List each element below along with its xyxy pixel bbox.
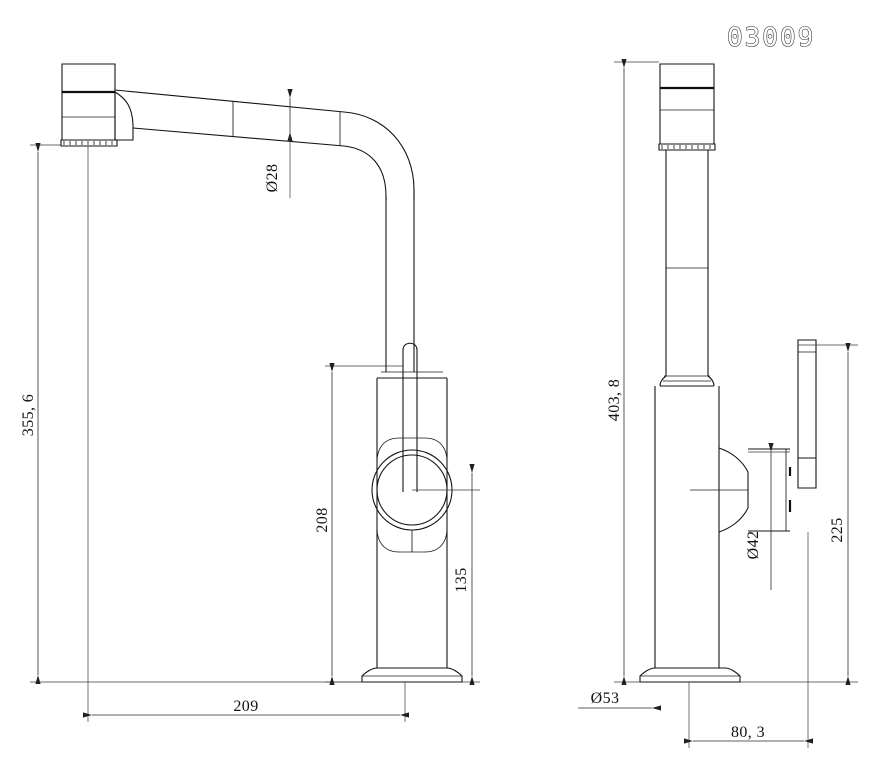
body-barrel-side <box>376 371 448 668</box>
spray-head-side <box>60 63 118 147</box>
side-view-dimensions: 355, 6 Ø28 208 135 209 <box>20 89 480 722</box>
upper-tube-front <box>665 150 709 376</box>
handle-hub-front <box>690 447 749 533</box>
dimension-208: 208 <box>314 507 331 532</box>
ring-circles-side <box>371 449 453 552</box>
lever-stem-side <box>402 342 418 492</box>
body-barrel-front <box>654 386 720 668</box>
base-flange-side <box>361 667 463 683</box>
side-view-geometry <box>60 63 463 683</box>
base-flange-front <box>639 667 741 683</box>
spout-arm-side <box>114 89 345 147</box>
dimension-d53: Ø53 <box>591 690 620 707</box>
dimension-403-8: 403, 8 <box>606 379 623 421</box>
part-number-label: 03009 <box>727 23 815 53</box>
dimension-135: 135 <box>453 567 470 592</box>
spout-elbow-side <box>343 111 415 200</box>
dimension-d28: Ø28 <box>264 164 281 193</box>
ring-housing-side <box>376 437 448 553</box>
joint-collar-front <box>659 375 715 387</box>
spray-head-front <box>658 63 716 151</box>
column-side <box>385 190 415 372</box>
front-view-geometry <box>639 63 817 683</box>
dimension-209: 209 <box>233 698 258 715</box>
dimension-225: 225 <box>829 517 846 542</box>
handle-lever-front <box>797 339 817 489</box>
spout-collar-side <box>114 91 134 141</box>
dimension-d42: Ø42 <box>745 531 762 560</box>
front-view-dimensions: 403, 8 Ø42 225 Ø53 80, 3 <box>578 59 858 748</box>
handle-neck-front <box>748 448 792 532</box>
dimension-80-3: 80, 3 <box>731 724 765 741</box>
dimension-355-6: 355, 6 <box>20 394 37 436</box>
